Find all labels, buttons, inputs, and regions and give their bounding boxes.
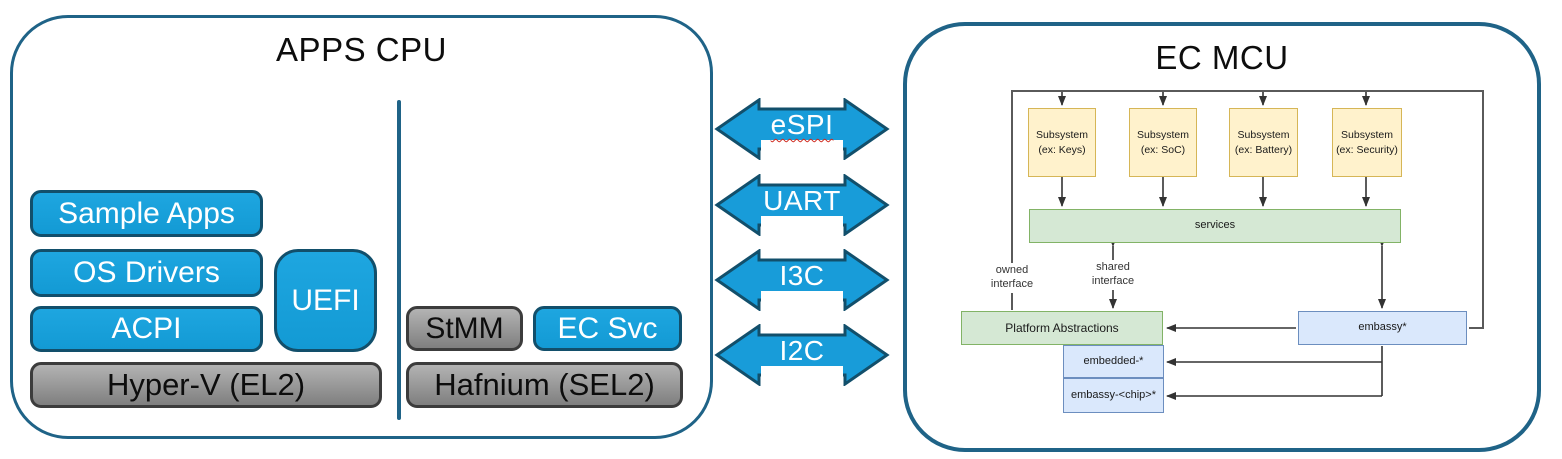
embassy-chip-box: embassy-<chip>* [1063,378,1164,413]
subsystem-keys-box: Subsystem (ex: Keys) [1028,108,1096,177]
subsystem-soc-box: Subsystem (ex: SoC) [1129,108,1197,177]
apps-cpu-divider [397,100,401,420]
box-hafnium: Hafnium (SEL2) [406,362,683,408]
subsystem-keys-line2: (ex: Keys) [1038,143,1086,156]
subsystem-battery-line1: Subsystem [1237,128,1290,141]
box-stmm: StMM [406,306,523,351]
box-acpi: ACPI [30,306,263,352]
services-bar: services [1029,209,1401,243]
bus-label-i2c: I2C [779,335,825,366]
shared-interface-label: shared interface [1083,260,1143,290]
owned-interface-label: owned interface [982,263,1042,293]
double-arrow-shape [714,249,890,311]
box-hyperv: Hyper-V (EL2) [30,362,382,408]
box-os-drivers: OS Drivers [30,249,263,297]
platform-abstractions-box: Platform Abstractions [961,311,1163,345]
subsystem-security-line1: Subsystem [1341,128,1393,141]
embassy-box: embassy* [1298,311,1467,345]
bus-arrow-espi: eSPI [714,98,890,160]
subsystem-battery-line2: (ex: Battery) [1234,143,1293,156]
box-uefi: UEFI [274,249,377,352]
double-arrow-shape [714,174,890,236]
apps-cpu-title: APPS CPU [276,31,447,68]
bus-label-espi: eSPI [770,109,834,140]
shared-interface-line2: interface [1091,274,1135,287]
bus-label-i3c: I3C [779,260,825,291]
shared-interface-line1: shared [1096,261,1130,273]
double-arrow-shape [714,324,890,386]
owned-interface-line1: owned [995,264,1029,276]
box-ec-svc: EC Svc [533,306,682,351]
bus-arrow-i2c: I2C [714,324,890,386]
subsystem-battery-box: Subsystem (ex: Battery) [1229,108,1298,177]
ec-mcu-title: EC MCU [1155,39,1289,76]
box-sample-apps: Sample Apps [30,190,263,237]
subsystem-soc-line2: (ex: SoC) [1140,143,1186,156]
bus-arrow-uart: UART [714,174,890,236]
embedded-box: embedded-* [1063,345,1164,378]
bus-label-uart: UART [763,185,841,216]
subsystem-security-line2: (ex: Security) [1336,143,1398,156]
subsystem-keys-line1: Subsystem [1036,128,1088,141]
bus-arrow-i3c: I3C [714,249,890,311]
double-arrow-shape [714,98,890,160]
subsystem-security-box: Subsystem (ex: Security) [1332,108,1402,177]
owned-interface-line2: interface [990,277,1034,290]
subsystem-soc-line1: Subsystem [1137,128,1189,141]
